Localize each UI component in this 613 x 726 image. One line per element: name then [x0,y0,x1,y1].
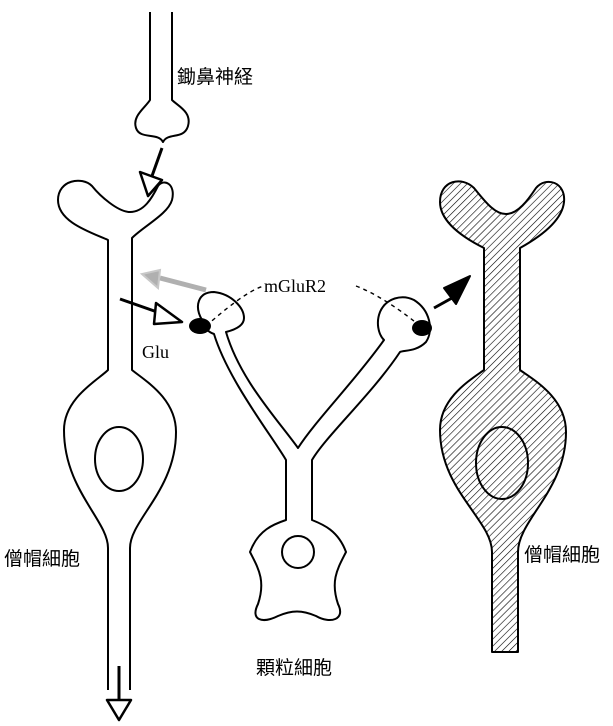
receptor-dot-left [189,318,211,334]
blocked-arrow-icon [142,270,206,292]
mitral-cell-right [440,181,566,652]
mglur2-label: mGluR2 [264,276,326,297]
granule-cell [198,292,430,620]
mitral-cell-right-label: 僧帽細胞 [524,540,600,567]
receptor-dot-right [412,320,432,336]
olfactory-nerve-label: 鋤鼻神経 [177,62,253,89]
mitral-cell-left [58,181,176,690]
granule-cell-label: 顆粒細胞 [256,653,332,680]
mitral-cell-left-label: 僧帽細胞 [4,544,80,571]
glu-label: Glu [142,342,169,363]
output-arrow-icon [434,276,470,308]
